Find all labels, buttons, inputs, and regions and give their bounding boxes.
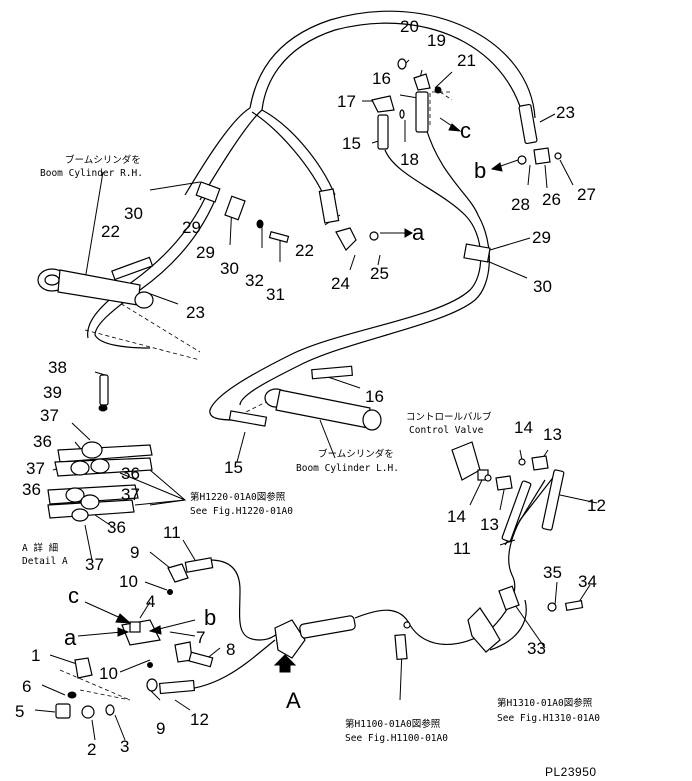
connection-letter-b: b	[204, 605, 216, 630]
fig-h1310-ref: See Fig.H1310-01A0	[497, 713, 600, 724]
callout-14: 14	[514, 418, 533, 437]
callout-37: 37	[85, 555, 104, 574]
hose-lines	[87, 10, 556, 691]
fig-h1220-ref: See Fig.H1220-01A0	[190, 506, 293, 517]
callout-11: 11	[163, 523, 181, 542]
connection-letter-c: c	[68, 583, 79, 608]
callout-31: 31	[266, 285, 285, 304]
callout-30: 30	[220, 259, 239, 278]
connection-letter-a: a	[64, 625, 77, 650]
callout-2: 2	[87, 740, 96, 759]
drawing-code: PL23950	[545, 765, 597, 779]
callout-27: 27	[577, 185, 596, 204]
callout-38: 38	[48, 358, 67, 377]
callout-34: 34	[578, 572, 597, 591]
callout-16: 16	[365, 387, 384, 406]
callout-23: 23	[186, 303, 205, 322]
callout-36: 36	[107, 518, 126, 537]
junction-block	[121, 619, 161, 646]
detail-a-label-jp: A 詳 細	[22, 542, 58, 554]
callout-12: 12	[190, 710, 209, 729]
callout-32: 32	[245, 271, 264, 290]
callout-17: 17	[337, 92, 356, 111]
callout-28: 28	[511, 195, 530, 214]
callout-19: 19	[427, 31, 446, 50]
callout-5: 5	[15, 702, 24, 721]
callout-22: 22	[101, 222, 120, 241]
fig-h1310-ref-jp: 第H1310-01A0図参照	[497, 697, 593, 709]
boom-cylinder-lh-label-jp: ブームシリンダを	[318, 448, 394, 460]
callout-26: 26	[542, 190, 561, 209]
boom-cylinder-lh-label: Boom Cylinder L.H.	[296, 463, 399, 474]
callout-35: 35	[543, 563, 562, 582]
callout-18: 18	[400, 150, 419, 169]
connection-letter-c: c	[460, 118, 471, 143]
callout-14: 14	[447, 507, 466, 526]
callout-10: 10	[119, 572, 138, 591]
callout-37: 37	[40, 406, 59, 425]
fig-h1100-ref: See Fig.H1100-01A0	[345, 733, 448, 744]
callout-30: 30	[124, 204, 143, 223]
callout-1: 1	[31, 646, 40, 665]
callout-37: 37	[26, 459, 45, 478]
detail-a-clamps	[47, 374, 153, 522]
callout-24: 24	[331, 274, 350, 293]
callout-21: 21	[457, 51, 476, 70]
callout-25: 25	[370, 264, 389, 283]
control-valve-label: Control Valve	[409, 425, 484, 436]
callout-13: 13	[480, 515, 499, 534]
callout-30: 30	[533, 277, 552, 296]
callout-36: 36	[33, 432, 52, 451]
callout-4: 4	[146, 592, 155, 611]
fig-h1220-ref-jp: 第H1220-01A0図参照	[190, 491, 286, 503]
callout-22: 22	[295, 241, 314, 260]
callout-33: 33	[527, 639, 546, 658]
callout-37: 37	[121, 485, 140, 504]
control-valve	[451, 441, 489, 481]
callout-20: 20	[400, 17, 419, 36]
callout-9: 9	[130, 543, 139, 562]
callout-29: 29	[196, 243, 215, 262]
callout-16: 16	[372, 69, 391, 88]
callout-29: 29	[182, 218, 201, 237]
callout-8: 8	[226, 640, 235, 659]
callout-10: 10	[99, 664, 118, 683]
captions: ブームシリンダを Boom Cylinder R.H. ブームシリンダを Boo…	[22, 154, 600, 779]
connection-letter-a: a	[412, 220, 425, 245]
connection-letter-b: b	[474, 158, 486, 183]
callout-29: 29	[532, 228, 551, 247]
callout-3: 3	[120, 737, 129, 756]
callout-7: 7	[196, 628, 205, 647]
callout-13: 13	[543, 425, 562, 444]
detail-view-a-marker: A	[286, 688, 301, 713]
fig-h1100-ref-jp: 第H1100-01A0図参照	[345, 718, 441, 730]
callout-15: 15	[342, 134, 361, 153]
callout-39: 39	[43, 383, 62, 402]
boom-cylinder-lh	[264, 388, 382, 431]
boom-cylinder-rh	[37, 268, 154, 309]
callout-6: 6	[22, 677, 31, 696]
part-callouts: 20 19 21 16 17 23 15 18 28 26 27 30 29 2…	[15, 17, 606, 759]
callout-12: 12	[587, 496, 606, 515]
connection-arrows	[77, 117, 519, 673]
control-valve-label-jp: コントロールバルブ	[406, 411, 492, 423]
callout-9: 9	[156, 719, 165, 738]
callout-15: 15	[224, 458, 243, 477]
detail-a-label: Detail A	[22, 556, 68, 567]
callout-11: 11	[453, 539, 471, 558]
boom-cylinder-rh-label: Boom Cylinder R.H.	[40, 168, 143, 179]
callout-36: 36	[22, 480, 41, 499]
connection-letters: a c b c a b A	[64, 118, 486, 713]
parts	[37, 58, 584, 719]
boom-cylinder-rh-label-jp: ブームシリンダを	[65, 154, 141, 166]
callout-36: 36	[121, 464, 140, 483]
callout-23: 23	[556, 103, 575, 122]
